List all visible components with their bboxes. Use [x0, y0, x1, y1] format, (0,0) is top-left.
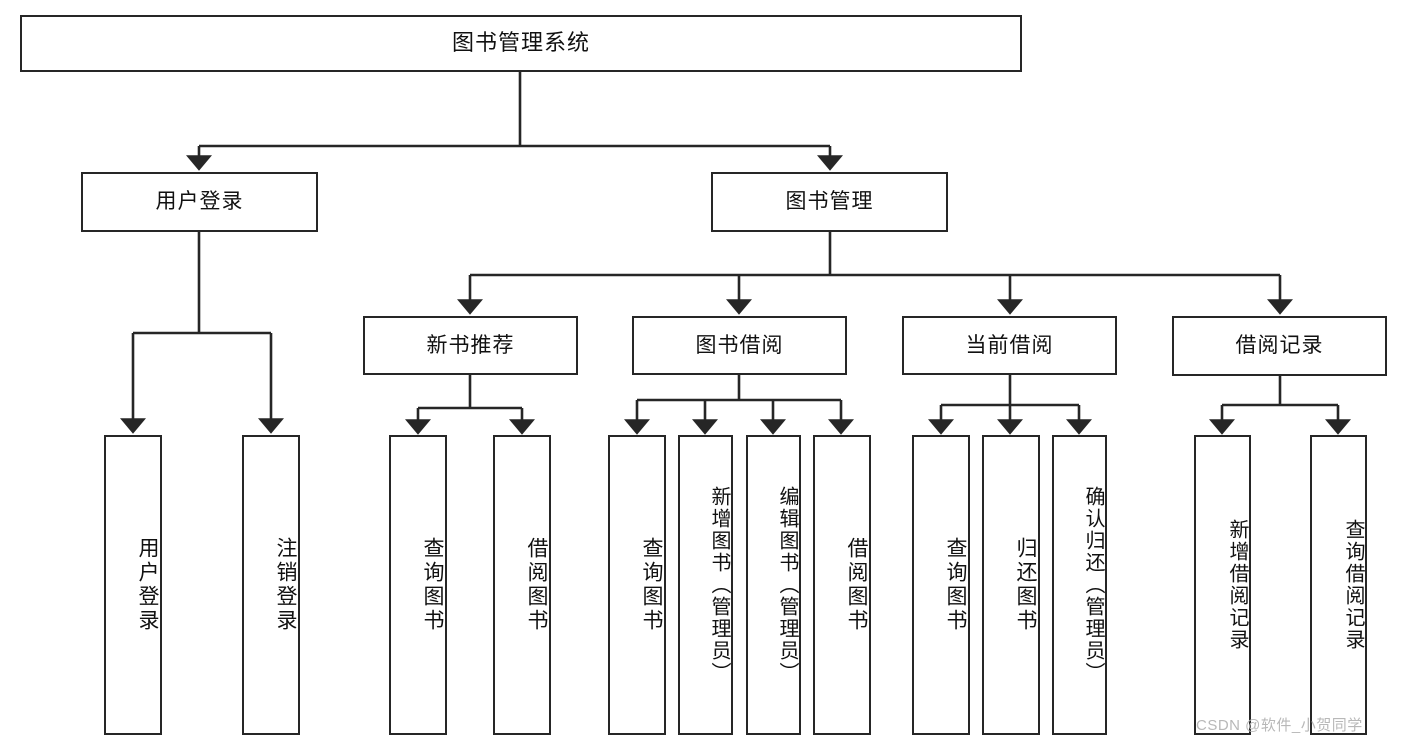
- node-leaf-label: 借阅图书: [845, 537, 868, 633]
- node-new-book-recommend[interactable]: 新书推荐: [363, 316, 578, 375]
- node-leaf-borrow-borrow-book[interactable]: 借阅图书: [813, 435, 871, 735]
- node-root-book-management-system[interactable]: 图书管理系统: [20, 15, 1022, 72]
- node-leaf-label: 用户登录: [136, 537, 159, 633]
- node-leaf-recommend-query-book[interactable]: 查询图书: [389, 435, 447, 735]
- node-leaf-label: 归还图书: [1014, 537, 1037, 633]
- node-current-borrow-label: 当前借阅: [965, 333, 1054, 357]
- node-leaf-label: 借阅图书: [525, 537, 548, 633]
- node-leaf-current-query-book[interactable]: 查询图书: [912, 435, 970, 735]
- node-borrow-record-label: 借阅记录: [1235, 334, 1324, 358]
- node-leaf-record-add-record[interactable]: 新增借阅记录: [1194, 435, 1251, 735]
- node-user-login-label: 用户登录: [155, 190, 244, 214]
- node-leaf-record-query-record[interactable]: 查询借阅记录: [1310, 435, 1367, 735]
- node-book-borrow-label: 图书借阅: [695, 333, 784, 357]
- node-book-borrow[interactable]: 图书借阅: [632, 316, 847, 375]
- node-leaf-borrow-edit-book-admin[interactable]: 编辑图书（管理员）: [746, 435, 801, 735]
- node-book-management-label: 图书管理: [785, 190, 874, 214]
- node-leaf-user-login-logout[interactable]: 注销登录: [242, 435, 300, 735]
- csdn-watermark: CSDN @软件_小贺同学: [1196, 717, 1363, 734]
- node-leaf-label: 确认归还（管理员）: [1082, 486, 1104, 684]
- node-leaf-label: 新增借阅记录: [1226, 519, 1248, 651]
- node-leaf-user-login-login[interactable]: 用户登录: [104, 435, 162, 735]
- node-book-management[interactable]: 图书管理: [711, 172, 948, 232]
- node-new-book-recommend-label: 新书推荐: [426, 333, 515, 357]
- node-root-label: 图书管理系统: [451, 30, 590, 56]
- node-leaf-label: 编辑图书（管理员）: [776, 486, 798, 684]
- node-leaf-label: 查询图书: [640, 537, 663, 633]
- node-current-borrow[interactable]: 当前借阅: [902, 316, 1117, 375]
- node-leaf-current-confirm-return-admin[interactable]: 确认归还（管理员）: [1052, 435, 1107, 735]
- node-leaf-current-return-book[interactable]: 归还图书: [982, 435, 1040, 735]
- node-leaf-label: 查询借阅记录: [1342, 519, 1364, 651]
- node-leaf-label: 新增图书（管理员）: [708, 486, 730, 684]
- node-leaf-label: 注销登录: [274, 537, 297, 633]
- node-leaf-label: 查询图书: [944, 537, 967, 633]
- node-leaf-borrow-query-book[interactable]: 查询图书: [608, 435, 666, 735]
- node-borrow-record[interactable]: 借阅记录: [1172, 316, 1387, 376]
- node-leaf-recommend-borrow-book[interactable]: 借阅图书: [493, 435, 551, 735]
- node-leaf-borrow-add-book-admin[interactable]: 新增图书（管理员）: [678, 435, 733, 735]
- node-leaf-label: 查询图书: [421, 537, 444, 633]
- node-user-login[interactable]: 用户登录: [81, 172, 318, 232]
